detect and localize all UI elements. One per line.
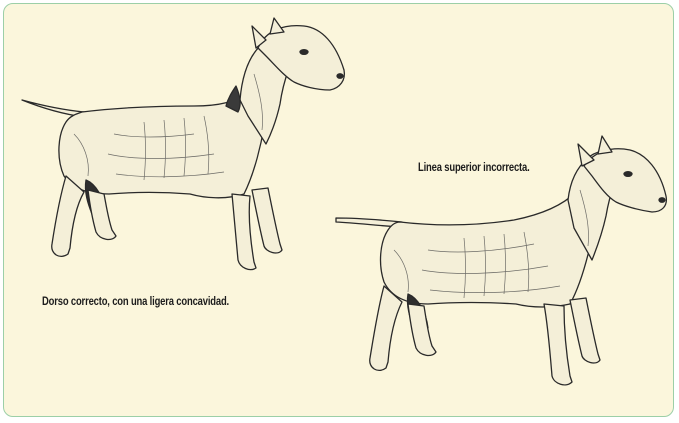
right-dog-body (381, 192, 594, 307)
right-dog-back-leg-2 (408, 304, 436, 355)
left-dog-front-leg-1 (232, 194, 256, 270)
left-dog-ear-front (270, 18, 284, 34)
left-dog-back-leg-1 (52, 176, 84, 256)
right-dog-front-leg-2 (570, 298, 600, 363)
left-dog-back-leg-2 (88, 190, 116, 239)
left-dog-drawing (22, 18, 344, 270)
right-dog-ear-front (598, 136, 612, 154)
left-dog-front-leg-2 (252, 188, 282, 253)
illustration-card: Dorso correcto, con una ligera concavida… (3, 3, 674, 417)
right-dog-back-leg-1 (370, 286, 402, 370)
right-dog-caption: Linea superior incorrecta. (418, 162, 530, 174)
dogs-illustration (4, 4, 674, 417)
left-dog-caption: Dorso correcto, con una ligera concavida… (42, 296, 229, 308)
right-dog-front-leg-1 (544, 304, 572, 385)
